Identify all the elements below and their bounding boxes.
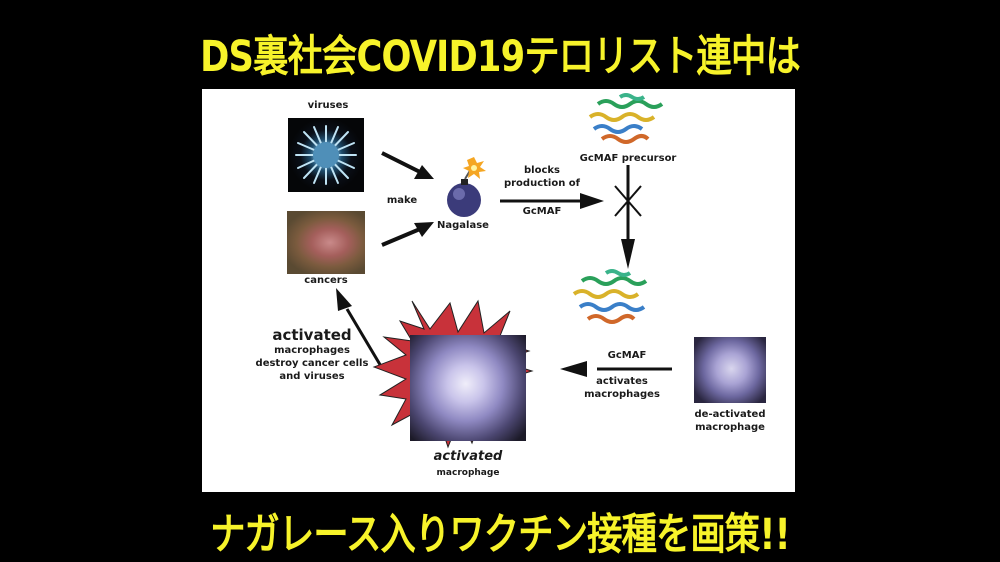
arrow-viruses-to-nagalase [381, 151, 434, 179]
activated-macrophage-image [410, 335, 526, 441]
nagalase-label: Nagalase [437, 220, 489, 231]
destroy-label-line2: macrophages [274, 345, 350, 356]
deactivated-macrophage-image [694, 337, 766, 403]
activates-label-line2: macrophages [584, 389, 660, 400]
deactivated-label-line2: macrophage [695, 422, 765, 433]
top-headline: DS裏社会COVID19テロリスト連中は [200, 32, 801, 82]
virus-spikes-icon [295, 125, 357, 185]
diagram-panel: viruses cancers make [202, 89, 795, 492]
arrow-gcmaf-to-activated [560, 361, 672, 377]
destroy-label-line1: activated [272, 326, 352, 344]
bottom-headline: ナガレース入りワクチン接種を画策!! [210, 510, 791, 560]
arrow-cancers-to-nagalase [381, 222, 434, 247]
bomb-icon [447, 157, 486, 217]
blocks-label-line2: production of [503, 178, 581, 189]
blocks-label-line3: GcMAF [522, 206, 562, 217]
deactivated-label-line1: de-activated [694, 409, 766, 420]
destroy-label-line4: and viruses [279, 371, 345, 382]
gcmaf-label: GcMAF [607, 350, 647, 361]
blocks-label-line1: blocks [524, 165, 560, 176]
gcmaf-precursor-protein-icon [588, 93, 664, 144]
activated-macrophage-label-line2: macrophage [436, 468, 500, 478]
arrow-precursor-to-gcmaf-blocked [614, 165, 642, 269]
arrow-nagalase-to-precursor [500, 193, 604, 209]
arrow-activated-to-cancers [336, 288, 384, 369]
make-label: make [386, 195, 418, 206]
virus-image [288, 118, 364, 192]
activates-label-line1: activates [596, 376, 648, 387]
destroy-label-line3: destroy cancer cells [255, 358, 369, 369]
cancers-label: cancers [304, 275, 348, 286]
cancer-cell-image [287, 211, 365, 274]
activated-macrophage-label-line1: activated [433, 449, 503, 464]
viruses-label: viruses [307, 100, 349, 111]
gcmaf-protein-icon [572, 269, 648, 324]
gcmaf-precursor-label: GcMAF precursor [579, 153, 677, 164]
